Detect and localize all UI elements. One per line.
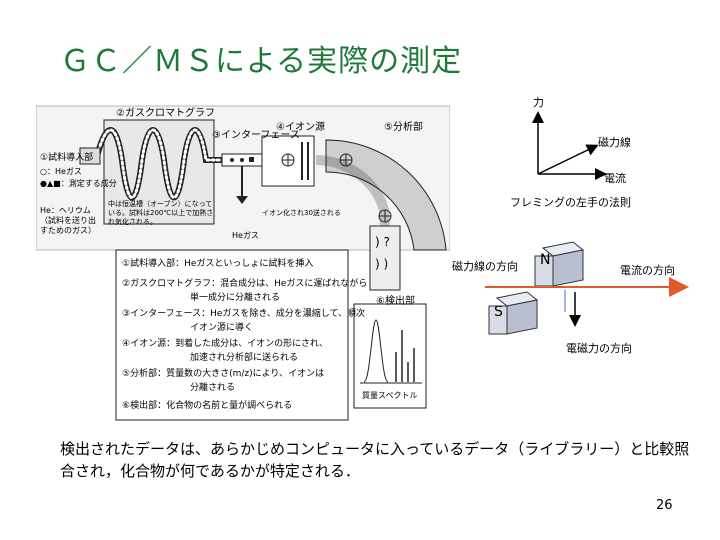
desc-step-1: ①試料導入部：Heガスといっしょに試料を挿入 [122,259,314,269]
fleming-force-label: 力 [533,96,544,109]
label-gc: ②ガスクロマトグラフ [116,108,215,119]
label-interface: ③インターフェース [212,130,300,141]
desc-step-3b: イオン源に導く [190,323,254,333]
slide-title: ＧＣ／ＭＳによる実際の測定 [60,44,463,79]
magnet-south-label: S [494,304,503,320]
gcms-schematic: ) ? ) ) [35,105,451,421]
gcms-diagram: ) ? ) ) ②ガスクロマトグラフ ③インターフェース ④イオン源 ⑤分析部 … [35,100,451,422]
page-number: 26 [656,498,673,513]
label-sample-intro: ①試料導入部 [40,153,94,163]
label-analyzer: ⑤分析部 [384,122,423,133]
desc-step-3a: ③インターフェース：Heガスを除き、成分を濃縮して、順次 [122,309,366,319]
fleming-field-label: 磁力線 [598,136,631,149]
label-he-gas: Heガス [232,231,259,240]
desc-step-5a: ⑤分析部：質量数の大きさ(m/z)により、イオンは [122,369,325,379]
desc-step-6: ⑥検出部：化合物の名前と量が調べられる [122,401,293,411]
magnet-north-label: N [540,252,551,268]
desc-step-2a: ②ガスクロマトグラフ：混合成分は、Heガスに運ばれながら [122,279,368,289]
force-direction-label: 電磁力の方向 [566,342,632,355]
current-direction-label: 電流の方向 [620,264,675,277]
fleming-current-label: 電流 [604,172,626,185]
desc-step-4a: ④イオン源：到着した成分は、イオンの形にされ、 [122,339,328,349]
label-detector: ⑥検出部 [376,296,415,307]
desc-step-2b: 単一成分に分離される [190,293,281,303]
svg-text:) ?: ) ? [375,235,390,249]
note-ionized: イオン化され30送される [262,209,341,217]
fleming-rule-caption: フレミングの左手の法則 [510,196,631,209]
svg-text:) ): ) ) [375,257,388,271]
note-he: He：ヘリウム（試料を送り出すためのガス） [40,206,96,235]
label-spectrum: 質量スペクトル [362,391,418,400]
legend-he: ○：Heガス [40,167,82,176]
desc-step-4b: 加速され分析部に送られる [190,353,299,363]
legend-separated: ●▲■：測定する成分 [40,179,117,188]
desc-step-5b: 分離される [190,383,236,393]
field-direction-label: 磁力線の方向 [452,260,518,273]
slide-caption: 検出されたデータは、あらかじめコンピュータに入っているデータ（ライブラリー）と比… [60,440,690,480]
fleming-axes [532,111,607,180]
label-ion-source: ④イオン源 [276,122,325,133]
note-column: 中は恒温槽（オーブン）になっている。試料は200℃以上で加熱され気化される。 [108,200,214,226]
magnet-diagram [485,241,689,335]
